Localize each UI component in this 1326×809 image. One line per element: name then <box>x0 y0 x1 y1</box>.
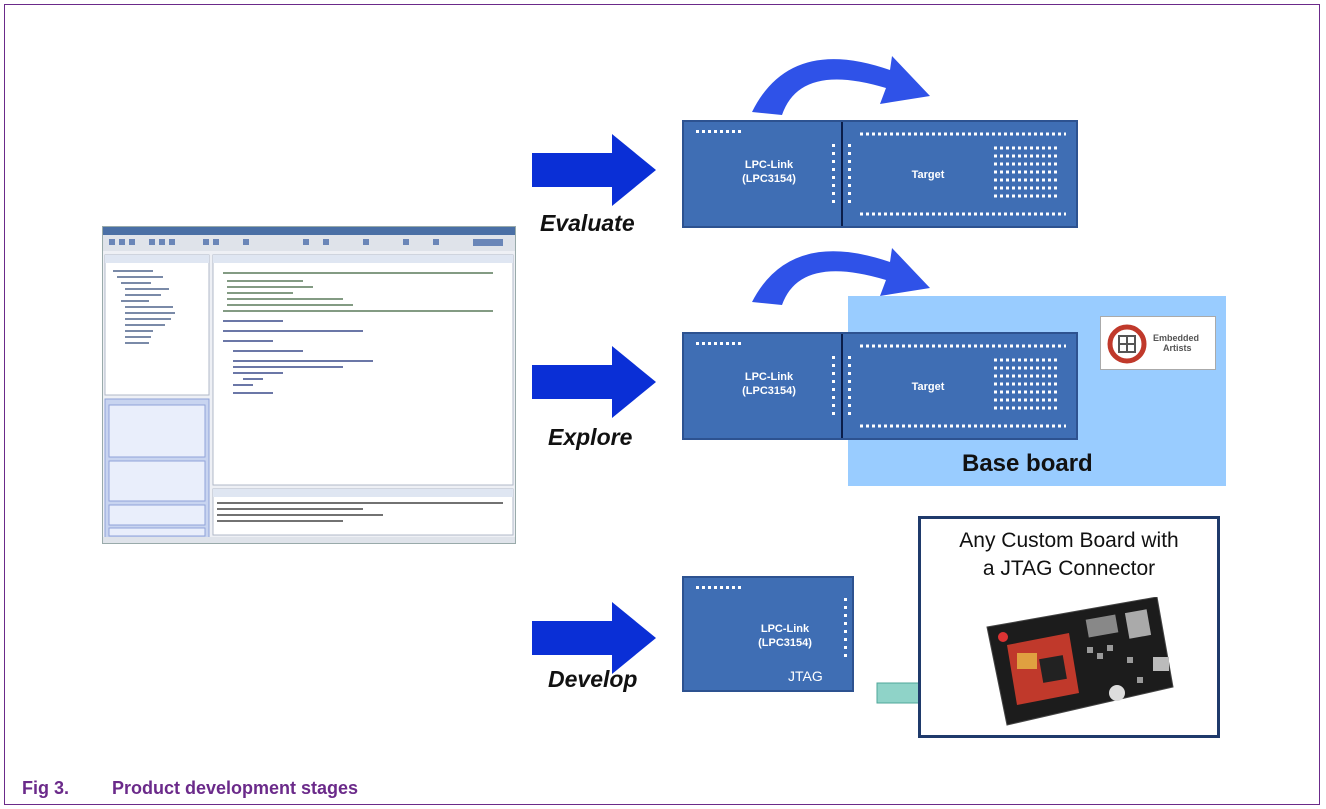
develop-lpc-link-board: LPC-Link (LPC3154) JTAG <box>682 576 854 692</box>
ide-screenshot-drawing <box>103 227 515 543</box>
explore-curved-arrow <box>752 248 930 305</box>
logo-line-1: Embedded <box>1153 333 1200 343</box>
explore-lpc-chip-label: (LPC3154) <box>742 385 796 397</box>
base-board-label: Base board <box>962 450 1093 477</box>
evaluate-lpc-link-board: LPC-Link (LPC3154) Target <box>682 120 1078 228</box>
evaluate-board-details <box>696 122 1066 226</box>
evaluate-arrow <box>532 134 656 206</box>
develop-lpc-link-label: LPC-Link <box>760 623 810 635</box>
evaluate-curved-arrow <box>752 56 930 115</box>
evaluate-target-label: Target <box>911 169 945 181</box>
figure-title: Product development stages <box>112 778 359 798</box>
evaluate-lpc-link-label: LPC-Link <box>744 159 794 171</box>
custom-board-title-line-1: Any Custom Board with <box>959 529 1179 552</box>
jtag-label: JTAG <box>788 668 823 684</box>
logo-line-2: Artists <box>1163 343 1192 353</box>
embedded-artists-logo: Embedded Artists <box>1100 316 1216 370</box>
stage-label-explore: Explore <box>548 424 633 450</box>
explore-lpc-link-label: LPC-Link <box>744 371 794 383</box>
stage-label-evaluate: Evaluate <box>540 210 635 236</box>
explore-arrow <box>532 346 656 418</box>
explore-board-details <box>696 334 1066 438</box>
figure-number: Fig 3. <box>22 778 70 798</box>
develop-board-details <box>696 586 847 657</box>
explore-target-label: Target <box>911 381 945 393</box>
embedded-artists-logo-mark <box>1107 324 1147 364</box>
develop-lpc-chip-label: (LPC3154) <box>758 637 812 649</box>
custom-board-box: Any Custom Board with a JTAG Connector <box>918 516 1220 738</box>
custom-board-photo <box>986 597 1174 726</box>
custom-board-title-line-2: a JTAG Connector <box>982 557 1156 580</box>
figure-frame <box>4 4 1320 805</box>
explore-lpc-link-board: LPC-Link (LPC3154) Target <box>682 332 1078 440</box>
figure-caption: Fig 3. Product development stages <box>22 778 358 799</box>
evaluate-lpc-chip-label: (LPC3154) <box>742 173 796 185</box>
stage-label-develop: Develop <box>548 666 638 692</box>
develop-arrow <box>532 602 656 674</box>
ide-screenshot <box>102 226 516 544</box>
